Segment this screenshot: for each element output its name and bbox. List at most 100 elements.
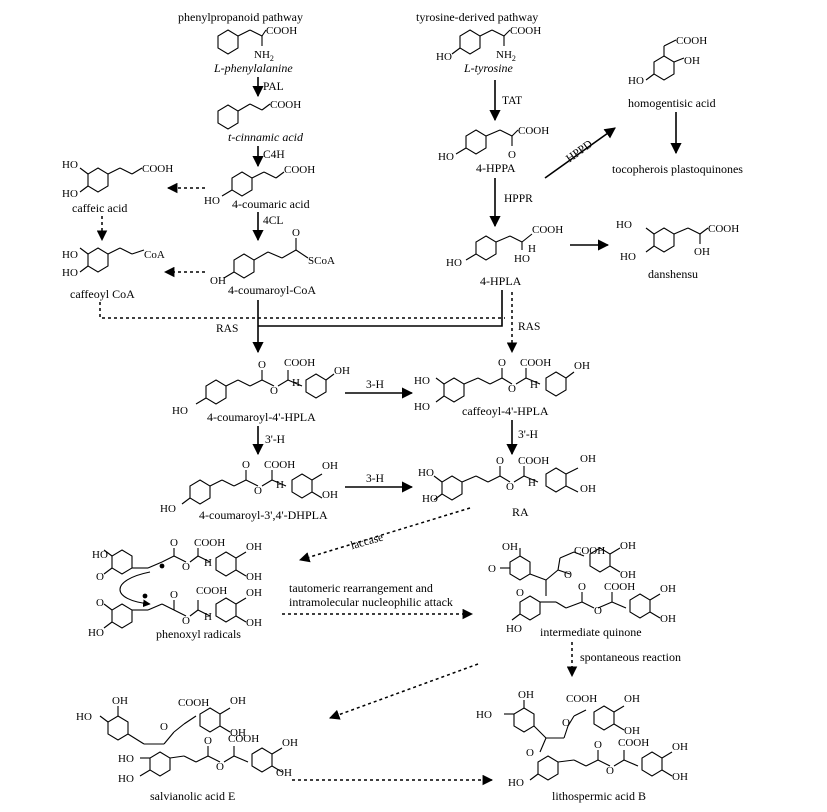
- intermediate-quinone-label: intermediate quinone: [540, 625, 642, 639]
- 4-coumaric-acid-label: 4-coumaric acid: [232, 197, 310, 211]
- oh-atom: OH: [112, 695, 128, 707]
- hppd-enzyme-label: HPPD: [564, 138, 595, 165]
- 3h-top-enzyme-label: 3-H: [366, 379, 384, 391]
- 3h-prime-left-enzyme-label: 3'-H: [265, 434, 285, 446]
- l-tyrosine-label: L-tyrosine: [463, 61, 514, 75]
- tocopherols-label: tocopherois plastoquinones: [612, 162, 743, 176]
- o-atom: O: [578, 581, 586, 593]
- cooh-atom: COOH: [618, 737, 649, 749]
- 3h-bottom-enzyme-label: 3-H: [366, 473, 384, 485]
- lithospermic-acid-b-label: lithospermic acid B: [552, 789, 646, 803]
- o-atom: O: [292, 227, 300, 239]
- cooh-atom: COOH: [196, 585, 227, 597]
- oh-atom: OH: [246, 571, 262, 583]
- ho-atom: HO: [118, 753, 134, 765]
- ho-atom: HO: [92, 549, 108, 561]
- 3h-prime-right-enzyme-label: 3'-H: [518, 429, 538, 441]
- quinone-to-salvianolic-arrow: [329, 663, 479, 720]
- oh-atom: OH: [574, 360, 590, 372]
- caffeoyl-coa-structure: HO HO CoA: [62, 247, 165, 279]
- oh-atom: OH: [660, 583, 676, 595]
- oh-atom: OH: [660, 613, 676, 625]
- phenylpropanoid-pathway-label: phenylpropanoid pathway: [178, 10, 303, 24]
- ho-atom: HO: [418, 467, 434, 479]
- oh-atom: OH: [282, 737, 298, 749]
- ho-atom: HO: [438, 151, 454, 163]
- cooh-atom: COOH: [708, 223, 739, 235]
- o-atom: O: [516, 587, 524, 599]
- oh-atom: OH: [518, 689, 534, 701]
- oh-atom: OH: [276, 767, 292, 779]
- oh-atom: OH: [246, 617, 262, 629]
- h-atom: H: [276, 479, 284, 491]
- phenoxyl-radicals-structure: HO O O O COOH H OH OH O HO O O COOH H OH…: [88, 537, 262, 639]
- cooh-atom: COOH: [510, 25, 541, 37]
- o-atom: O: [216, 761, 224, 773]
- h-atom: H: [528, 477, 536, 489]
- 4-coumaroyl-coa-label: 4-coumaroyl-CoA: [228, 283, 316, 297]
- cooh-atom: COOH: [532, 224, 563, 236]
- oh-atom: OH: [322, 489, 338, 501]
- oh-atom: OH: [620, 540, 636, 552]
- caffeoyl-4-hpla-label: caffeoyl-4'-HPLA: [462, 404, 549, 418]
- h-atom: H: [530, 379, 538, 391]
- ho-atom: HO: [414, 375, 430, 387]
- o-atom: O: [496, 455, 504, 467]
- h-atom: H: [292, 377, 300, 389]
- caffeic-acid-label: caffeic acid: [72, 201, 127, 215]
- tautomeric-label-line-1: tautomeric rearrangement and: [289, 581, 433, 595]
- ho-atom: HO: [62, 267, 78, 279]
- 4-coumaroyl-dhpla-structure: O O COOH H OH OH HO: [160, 459, 338, 515]
- caffeoyl-4-hpla-structure: O O COOH H OH HO HO: [414, 357, 590, 413]
- oh-atom: OH: [334, 365, 350, 377]
- l-phenylalanine-label: L-phenylalanine: [213, 61, 293, 75]
- homogentisic-acid-structure: COOH OH HO: [628, 35, 707, 87]
- cooh-atom: COOH: [142, 163, 173, 175]
- oh-atom: OH: [502, 541, 518, 553]
- ras-left-enzyme-label: RAS: [216, 323, 238, 335]
- oh-atom: OH: [322, 460, 338, 472]
- caffeoyl-coa-to-ras-dashed-line: [99, 302, 505, 319]
- o-atom: O: [526, 747, 534, 759]
- cooh-atom: COOH: [604, 581, 635, 593]
- oh-atom: OH: [210, 275, 226, 287]
- o-atom: O: [594, 605, 602, 617]
- cooh-atom: COOH: [264, 459, 295, 471]
- o-atom: O: [96, 571, 104, 583]
- ho-atom: HO: [446, 257, 462, 269]
- oh-atom: OH: [672, 741, 688, 753]
- homogentisic-acid-label: homogentisic acid: [628, 96, 716, 110]
- hpla-to-ras-line: [258, 290, 503, 327]
- 4-hppa-label: 4-HPPA: [476, 161, 516, 175]
- cooh-atom: COOH: [284, 357, 315, 369]
- nh2-atom: NH2: [254, 49, 274, 63]
- oh-atom: OH: [246, 587, 262, 599]
- h-atom: H: [204, 557, 212, 569]
- t-cinnamic-acid-label: t-cinnamic acid: [228, 130, 304, 144]
- ho-atom: HO: [436, 51, 452, 63]
- 4-hpla-label: 4-HPLA: [480, 274, 522, 288]
- cooh-atom: COOH: [520, 357, 551, 369]
- oh-atom: OH: [624, 693, 640, 705]
- ho-atom: HO: [62, 159, 78, 171]
- ras-right-enzyme-label: RAS: [518, 321, 540, 333]
- l-tyrosine-structure: COOH NH2 HO: [436, 25, 541, 63]
- pal-enzyme-label: PAL: [263, 81, 284, 93]
- o-atom: O: [564, 569, 572, 581]
- ho-atom: HO: [414, 401, 430, 413]
- oh-atom: OH: [684, 55, 700, 67]
- coa-atom: CoA: [144, 249, 165, 261]
- ho-atom: HO: [118, 773, 134, 785]
- hppr-enzyme-label: HPPR: [504, 193, 533, 205]
- ra-structure: O O COOH H OH OH HO HO: [418, 453, 596, 505]
- oh-atom: OH: [580, 483, 596, 495]
- ho-atom: HO: [62, 188, 78, 200]
- tautomeric-label-line-2: intramolecular nucleophilic attack: [289, 595, 453, 609]
- oh-atom: OH: [230, 695, 246, 707]
- oh-atom: OH: [580, 453, 596, 465]
- cooh-atom: COOH: [518, 455, 549, 467]
- ho-atom: HO: [204, 195, 220, 207]
- cooh-atom: COOH: [574, 545, 605, 557]
- danshensu-label: danshensu: [648, 267, 698, 281]
